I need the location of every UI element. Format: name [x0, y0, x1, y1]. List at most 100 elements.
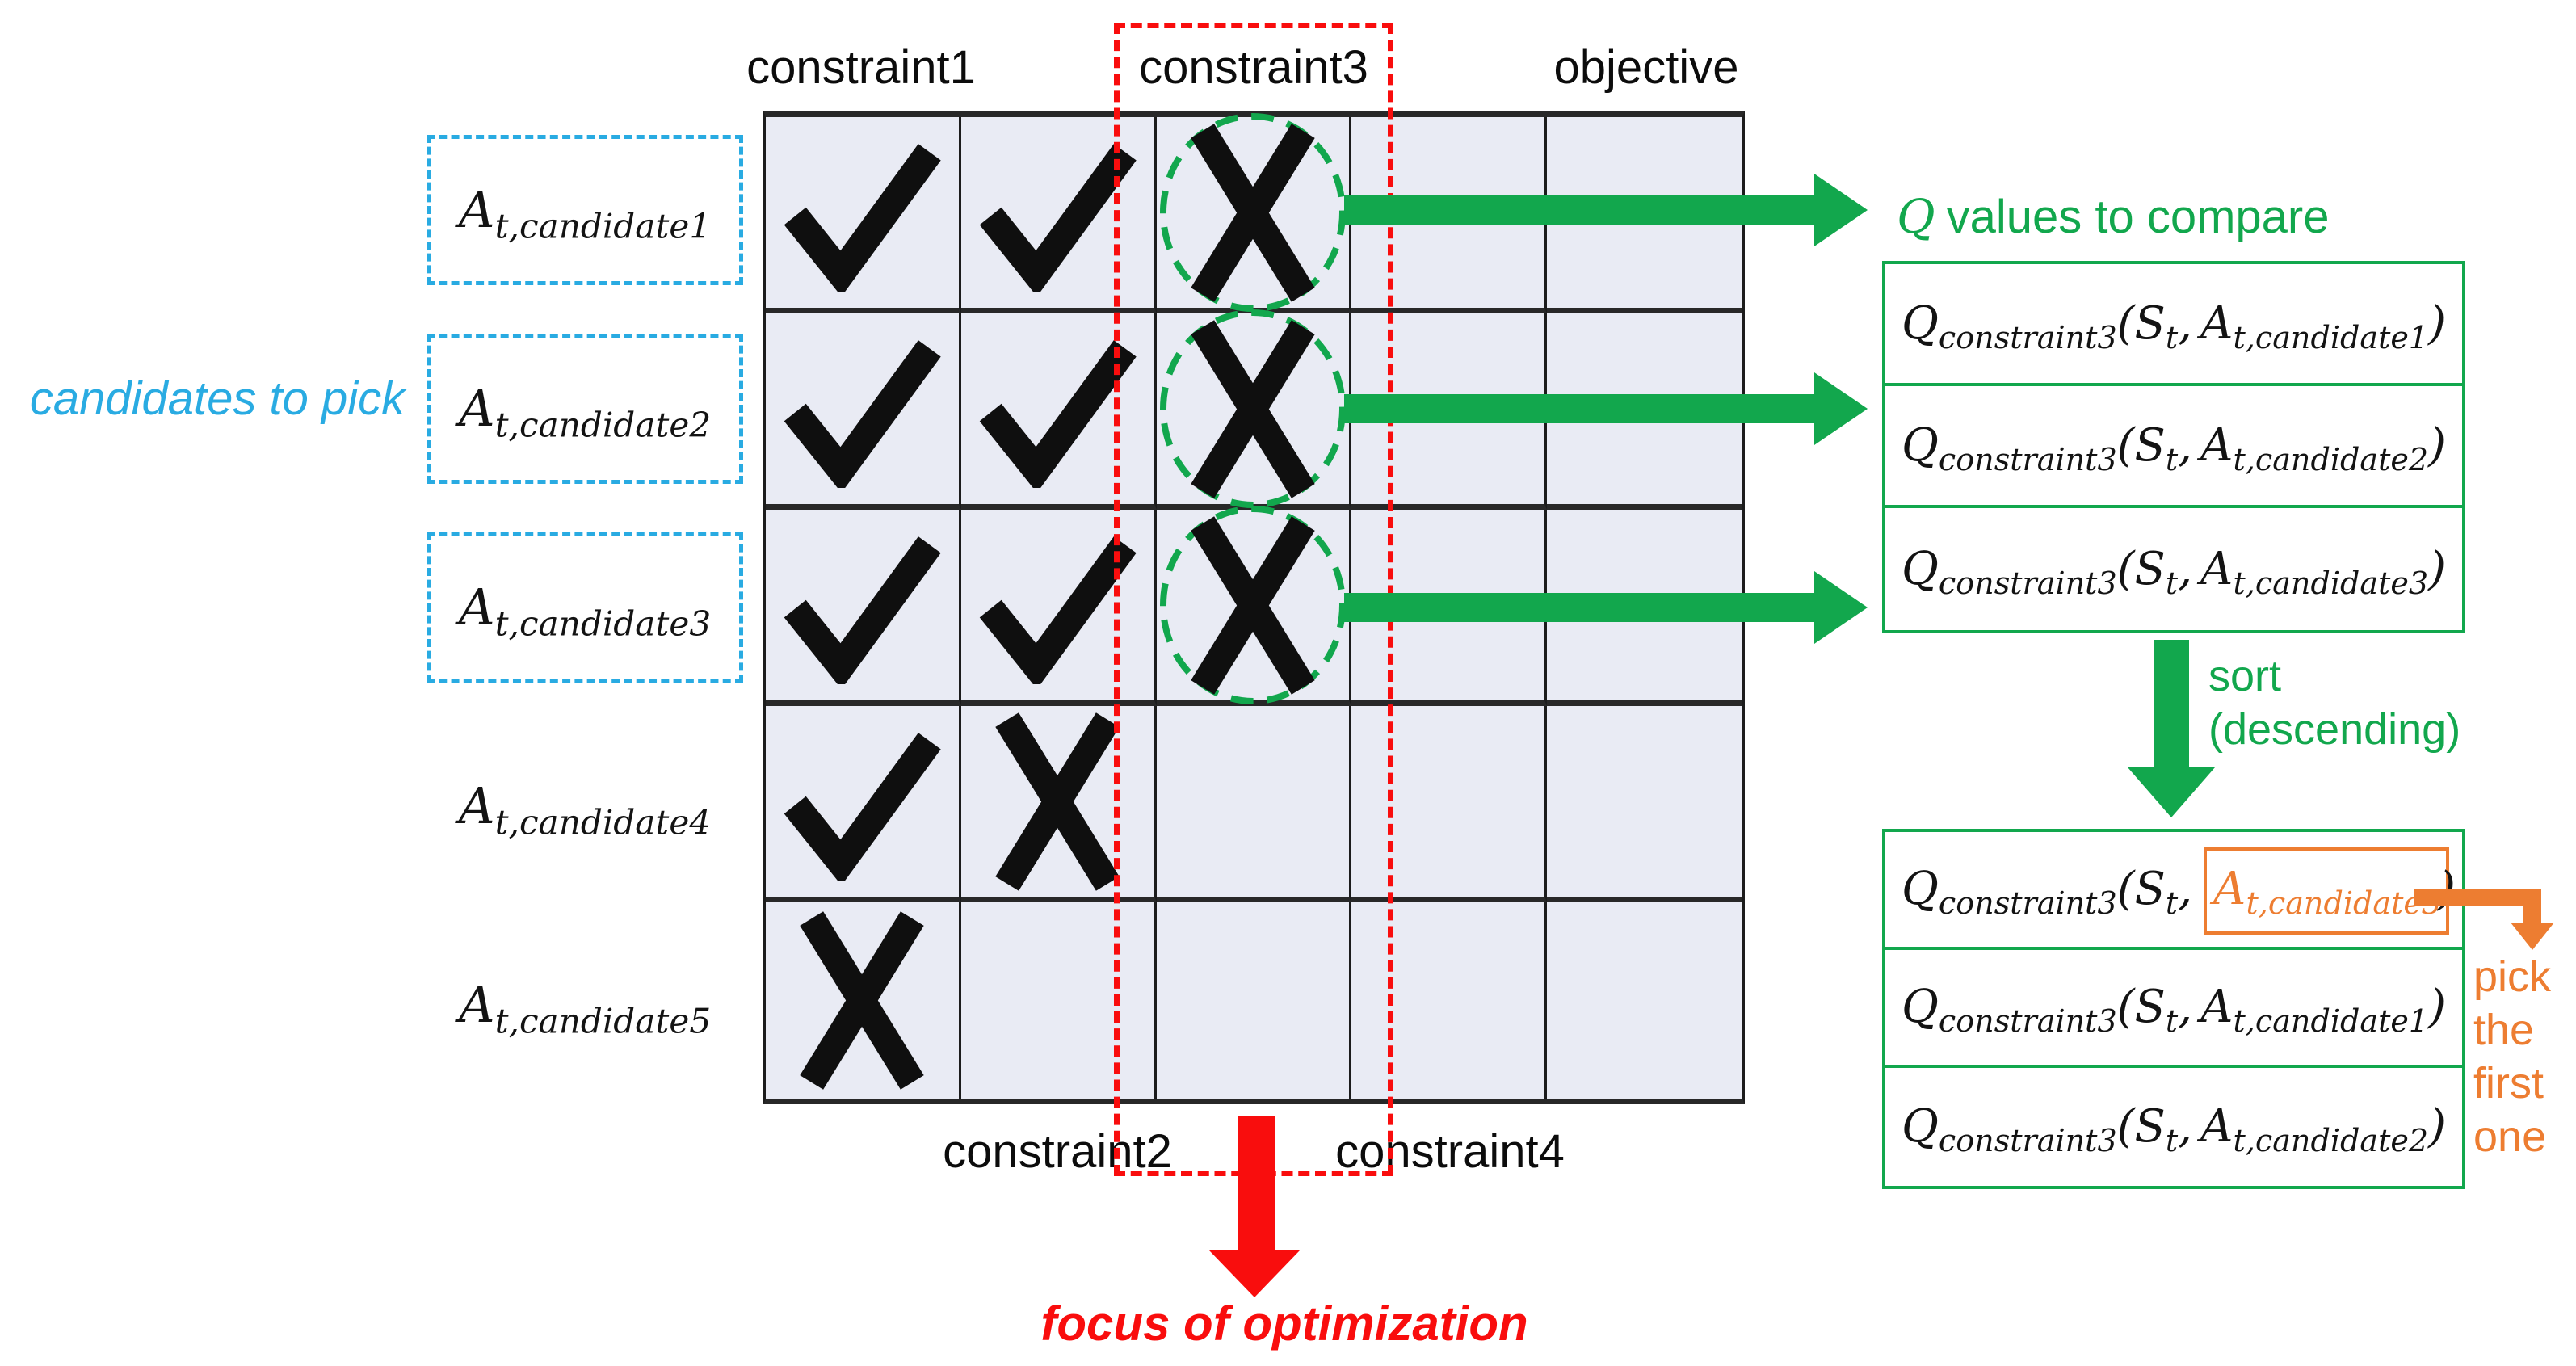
state-symbol: S	[2134, 863, 2166, 915]
candidate-1-label: At,candidate1	[427, 174, 743, 246]
state-subscript: t	[2165, 885, 2179, 922]
picked-action-highlight: At,candidate3	[2204, 847, 2450, 935]
row2-flow-arrow-shaft	[1344, 394, 1814, 423]
candidates-caption: candidates to pick	[29, 372, 406, 425]
check-icon	[784, 143, 941, 292]
candidate-4-label: At,candidate4	[427, 770, 743, 843]
grid-cell-r5c4	[1351, 902, 1548, 1099]
q-heading-text: values to compare	[1946, 191, 2330, 243]
state-symbol: S	[2134, 1100, 2166, 1153]
q-subscript: constraint3	[1938, 565, 2117, 601]
q-symbol: Q	[1902, 1100, 1939, 1153]
check-icon	[979, 143, 1137, 292]
right-paren: )	[2428, 296, 2447, 350]
action-symbol: A	[458, 379, 495, 438]
q-value-formula: Qconstraint3(St,At,candidate1)	[1902, 985, 2446, 1037]
comma: ,	[2178, 1100, 2193, 1153]
check-icon	[784, 732, 941, 881]
q-subscript: constraint3	[1938, 1003, 2117, 1040]
pick-arrow-horizontal	[2414, 889, 2541, 906]
grid-cell-r1c3	[1156, 113, 1352, 313]
action-subscript: t,candidate2	[494, 405, 712, 445]
q-subscript: constraint3	[1938, 441, 2117, 477]
action-subscript: t,candidate1	[2233, 1003, 2429, 1040]
comma: ,	[2178, 296, 2193, 350]
highlight-ring-icon	[1159, 309, 1346, 508]
right-paren: )	[2428, 1100, 2447, 1153]
pick-note-line1: pick	[2473, 952, 2552, 1001]
q-sorted-box-3: Qconstraint3(St,At,candidate2)	[1885, 1068, 2462, 1186]
left-paren: (	[2116, 542, 2135, 595]
action-symbol: A	[2200, 418, 2234, 472]
q-sorted-box-1: Qconstraint3(St,At,candidate3)	[1885, 832, 2462, 950]
sort-arrow-head-icon	[2128, 767, 2215, 817]
action-symbol: A	[458, 578, 495, 637]
q-compare-box-1: Qconstraint3(St,At,candidate1)	[1885, 264, 2462, 386]
row1-flow-arrow-shaft	[1344, 195, 1814, 225]
sort-descending-label: sort (descending)	[2208, 649, 2460, 756]
q-symbol: Q	[1902, 981, 1939, 1033]
candidate-1-box	[427, 135, 743, 285]
q-sorted-stack: Qconstraint3(St,At,candidate3)Qconstrain…	[1882, 829, 2465, 1189]
comma: ,	[2178, 863, 2193, 915]
left-paren: (	[2116, 1100, 2135, 1153]
grid-cell-r2c1	[766, 313, 961, 510]
col-label-constraint2: constraint2	[943, 1125, 1172, 1178]
q-sorted-box-2: Qconstraint3(St,At,candidate1)	[1885, 950, 2462, 1068]
right-paren: )	[2428, 981, 2447, 1033]
action-symbol: A	[2200, 542, 2234, 595]
state-symbol: S	[2134, 542, 2166, 595]
action-subscript: t,candidate1	[2233, 319, 2429, 355]
row3-flow-arrow-head-icon	[1814, 571, 1868, 644]
q-symbol: Q	[1902, 542, 1939, 595]
check-icon	[784, 339, 941, 488]
q-compare-box-3: Qconstraint3(St,At,candidate3)	[1885, 508, 2462, 630]
grid-cell-r4c3	[1156, 706, 1352, 902]
grid-cell-r5c3	[1156, 902, 1352, 1099]
sort-label-line2: (descending)	[2208, 705, 2461, 754]
candidate-5-label: At,candidate5	[427, 969, 743, 1041]
left-paren: (	[2116, 981, 2135, 1033]
action-symbol: A	[2213, 863, 2246, 915]
action-subscript: t,candidate3	[2246, 885, 2442, 922]
action-subscript: t,candidate4	[494, 802, 712, 843]
state-symbol: S	[2134, 418, 2166, 472]
q-symbol: Q	[1902, 418, 1939, 472]
grid-cell-r3c1	[766, 510, 961, 706]
q-subscript: constraint3	[1938, 885, 2117, 922]
row3-flow-arrow-shaft	[1344, 593, 1814, 622]
row2-flow-arrow-head-icon	[1814, 372, 1868, 445]
action-symbol: A	[458, 975, 495, 1034]
q-value-formula: Qconstraint3(St,At,candidate2)	[1902, 422, 2446, 475]
action-subscript: t,candidate2	[2233, 441, 2429, 477]
focus-arrow-head-icon	[1209, 1250, 1300, 1297]
grid-cell-r4c5	[1547, 706, 1742, 902]
grid-cell-r2c3	[1156, 309, 1352, 510]
col-label-constraint4: constraint4	[1335, 1125, 1565, 1178]
state-symbol: S	[2134, 981, 2166, 1033]
q-value-formula: Qconstraint3(St,At,candidate3)	[1902, 546, 2446, 599]
highlight-ring-icon	[1159, 506, 1346, 704]
candidate-3-label: At,candidate3	[427, 571, 743, 644]
grid-cell-r2c2	[960, 313, 1157, 510]
left-paren: (	[2116, 863, 2135, 915]
cross-icon	[800, 911, 925, 1090]
pick-first-one-note: pick the first one	[2473, 950, 2551, 1163]
right-paren: )	[2428, 418, 2447, 472]
sort-label-line1: sort	[2208, 652, 2282, 700]
col-label-constraint1: constraint1	[746, 41, 976, 94]
state-symbol: S	[2134, 296, 2166, 350]
state-subscript: t	[2165, 1003, 2179, 1040]
state-subscript: t	[2165, 319, 2179, 355]
left-paren: (	[2116, 418, 2135, 472]
right-paren: )	[2428, 542, 2447, 595]
action-subscript: t,candidate3	[494, 603, 712, 644]
q-subscript: constraint3	[1938, 1123, 2117, 1159]
check-icon	[784, 536, 941, 684]
action-subscript: t,candidate5	[494, 1001, 712, 1041]
pick-note-line3: first	[2473, 1059, 2544, 1108]
grid-cell-r4c4	[1351, 706, 1548, 902]
left-paren: (	[2116, 296, 2135, 350]
comma: ,	[2178, 542, 2193, 595]
